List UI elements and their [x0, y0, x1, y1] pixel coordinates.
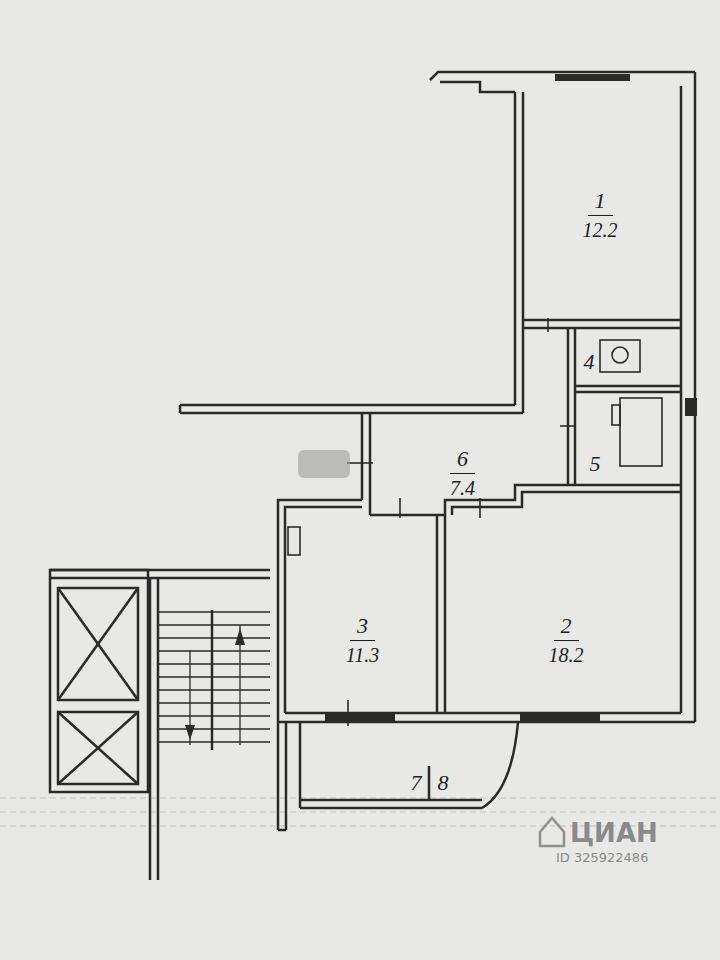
room-number: 2 — [554, 613, 579, 641]
room-area: 67.4 — [405, 440, 520, 506]
room-area: 311.3 — [290, 585, 435, 695]
room-area: 4 — [578, 345, 600, 379]
windows — [325, 74, 697, 721]
room-area: 7 — [404, 768, 428, 798]
watermark: ЦИАН — [570, 818, 658, 848]
room-area-value: 7.4 — [450, 477, 475, 500]
room-number: 5 — [590, 451, 601, 476]
stair-steps — [158, 612, 270, 745]
room-area-value: 12.2 — [583, 219, 618, 242]
room-area: 5 — [580, 448, 610, 480]
room-area-value: 18.2 — [549, 644, 584, 667]
room-number: 1 — [588, 188, 613, 216]
room-area: 8 — [431, 768, 455, 798]
room-area: 218.2 — [455, 585, 677, 695]
walls — [50, 72, 695, 880]
room-number: 8 — [438, 770, 449, 795]
watermark-id: ID 325922486 — [556, 850, 648, 865]
stair-arrows — [185, 628, 245, 740]
room-area: 112.2 — [525, 140, 675, 290]
room-area-value: 11.3 — [346, 644, 380, 667]
room-number: 4 — [584, 349, 595, 374]
fixtures — [288, 318, 662, 726]
room-number: 3 — [350, 613, 375, 641]
redacted-patch — [298, 450, 350, 478]
watermark-icon — [540, 818, 564, 846]
room-number: 6 — [450, 446, 475, 474]
room-number: 7 — [411, 770, 422, 795]
